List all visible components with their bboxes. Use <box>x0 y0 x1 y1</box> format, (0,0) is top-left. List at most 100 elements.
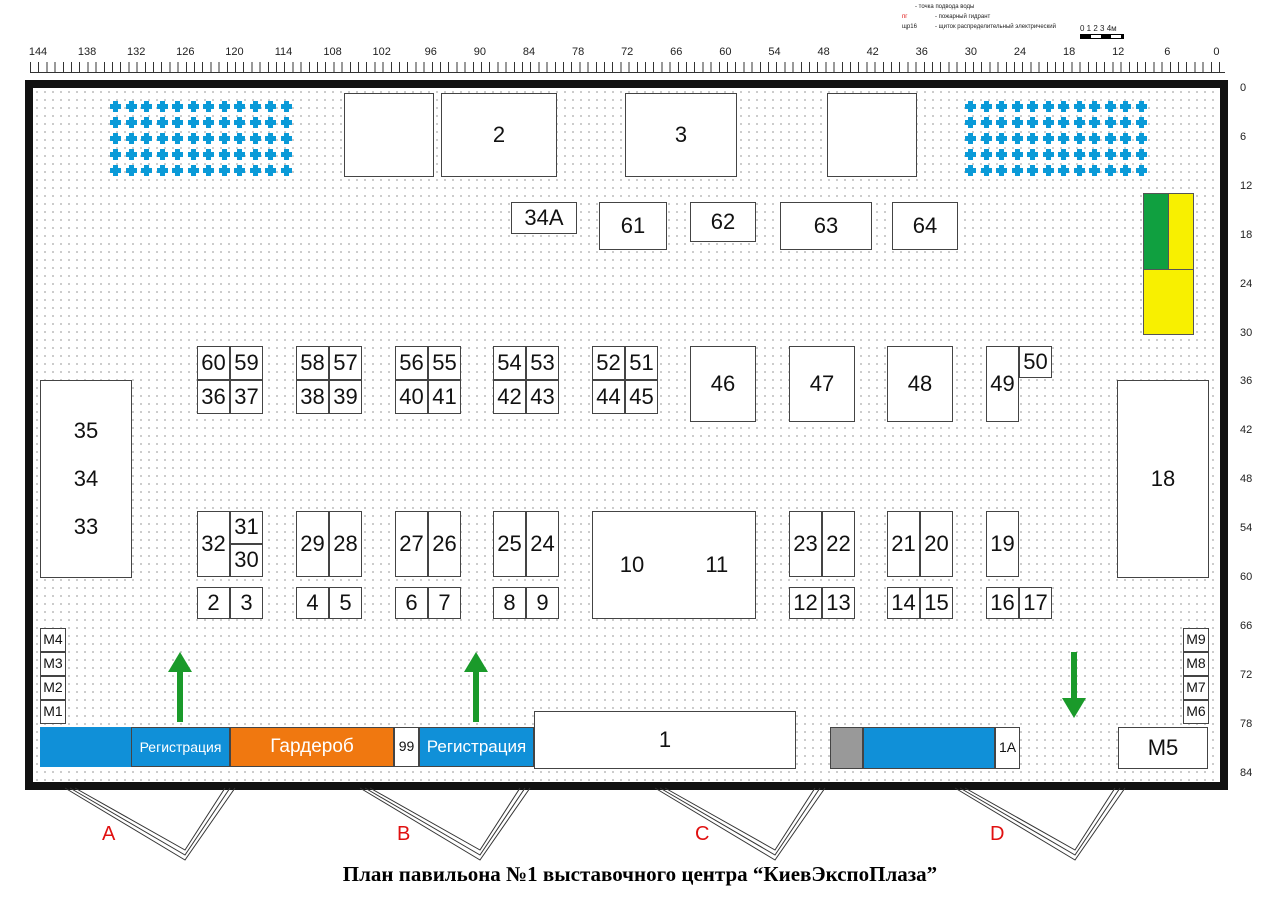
booth[interactable]: 99 <box>394 727 419 767</box>
booth[interactable]: 39 <box>329 380 362 414</box>
booth[interactable]: M5 <box>1118 727 1208 769</box>
legend-hydrant-mark: пг <box>902 14 908 20</box>
booth[interactable]: 4 <box>296 587 329 619</box>
seat-icon <box>280 165 292 176</box>
booth[interactable]: 50 <box>1019 346 1052 378</box>
seat-icon <box>1011 133 1023 144</box>
booth[interactable]: 56 <box>395 346 428 380</box>
booth[interactable]: M2 <box>40 676 66 700</box>
booth[interactable]: 6 <box>395 587 428 619</box>
booth[interactable]: 21 <box>887 511 920 577</box>
booth[interactable]: M1 <box>40 700 66 724</box>
arrow-up-icon-head <box>464 652 488 672</box>
booth[interactable]: 54 <box>493 346 526 380</box>
booth[interactable]: 26 <box>428 511 461 577</box>
booth[interactable]: 3 <box>625 93 737 177</box>
seat-icon <box>265 117 276 128</box>
booth[interactable]: 60 <box>197 346 230 380</box>
booth[interactable]: 44 <box>592 380 625 414</box>
seat-icon <box>141 101 152 112</box>
seat-icon <box>234 133 245 144</box>
seat-icon <box>980 149 992 160</box>
booth[interactable]: M7 <box>1183 676 1209 700</box>
booth[interactable]: M9 <box>1183 628 1209 652</box>
booth[interactable]: 46 <box>690 346 756 422</box>
booth[interactable]: 17 <box>1019 587 1052 619</box>
booth[interactable]: 53 <box>526 346 559 380</box>
booth[interactable]: 58 <box>296 346 329 380</box>
seat-icon <box>996 133 1007 144</box>
booth[interactable]: 27 <box>395 511 428 577</box>
booth[interactable]: 41 <box>428 380 461 414</box>
service-area <box>830 727 863 769</box>
seat-icon <box>172 101 183 112</box>
booth[interactable]: 10 11 <box>592 511 756 619</box>
booth[interactable]: 55 <box>428 346 461 380</box>
booth[interactable]: 64 <box>892 202 958 250</box>
booth[interactable]: 2 <box>197 587 230 619</box>
booth[interactable]: 61 <box>599 202 667 250</box>
empty-booth[interactable] <box>827 93 917 177</box>
booth[interactable]: 62 <box>690 202 756 242</box>
booth[interactable]: 19 <box>986 511 1019 577</box>
booth[interactable]: 2 <box>441 93 557 177</box>
booth[interactable]: 45 <box>625 380 658 414</box>
booth[interactable]: 37 <box>230 380 263 414</box>
booth[interactable]: 57 <box>329 346 362 380</box>
booth[interactable]: 42 <box>493 380 526 414</box>
booth[interactable]: 12 <box>789 587 822 619</box>
booth[interactable]: 40 <box>395 380 428 414</box>
booth[interactable]: M6 <box>1183 700 1209 724</box>
entrance-a[interactable]: A <box>102 823 116 845</box>
booth[interactable]: 34A <box>511 202 577 234</box>
booth[interactable]: 51 <box>625 346 658 380</box>
booth[interactable]: 8 <box>493 587 526 619</box>
booth[interactable]: 13 <box>822 587 855 619</box>
seat-icon <box>965 117 976 128</box>
booth[interactable]: 25 <box>493 511 526 577</box>
ruler-top-label: 126 <box>176 46 195 58</box>
booth[interactable]: 16 <box>986 587 1019 619</box>
booth[interactable]: 49 <box>986 346 1019 422</box>
booth[interactable]: M3 <box>40 652 66 676</box>
booth[interactable]: 35 34 33 <box>40 380 132 578</box>
booth[interactable]: 48 <box>887 346 953 422</box>
booth[interactable]: 24 <box>526 511 559 577</box>
booth[interactable]: 20 <box>920 511 953 577</box>
booth[interactable]: 59 <box>230 346 263 380</box>
booth[interactable]: 1A <box>995 727 1020 769</box>
booth[interactable]: 30 <box>230 544 263 577</box>
seat-icon <box>280 149 292 160</box>
booth[interactable]: 31 <box>230 511 263 544</box>
booth[interactable]: 7 <box>428 587 461 619</box>
booth[interactable]: M8 <box>1183 652 1209 676</box>
booth[interactable]: 38 <box>296 380 329 414</box>
booth[interactable]: 63 <box>780 202 872 250</box>
booth[interactable]: 29 <box>296 511 329 577</box>
ruler-top-label: 138 <box>77 46 97 58</box>
entrance-c[interactable]: C <box>695 823 710 845</box>
registration-left: Регистрация <box>131 727 230 767</box>
booth[interactable]: 14 <box>887 587 920 619</box>
seat-icon <box>1011 149 1023 160</box>
booth[interactable]: 36 <box>197 380 230 414</box>
empty-booth[interactable] <box>344 93 434 177</box>
booth[interactable]: M4 <box>40 628 66 652</box>
booth[interactable]: 52 <box>592 346 625 380</box>
booth[interactable]: 3 <box>230 587 263 619</box>
booth[interactable]: 28 <box>329 511 362 577</box>
booth[interactable]: 18 <box>1117 380 1209 578</box>
seat-icon <box>996 101 1007 112</box>
booth[interactable]: 1 <box>534 711 796 769</box>
booth[interactable]: 23 <box>789 511 822 577</box>
entrance-b[interactable]: B <box>397 823 411 845</box>
booth[interactable]: 22 <box>822 511 855 577</box>
entrance-d[interactable]: D <box>990 823 1005 845</box>
ruler-top-label: 120 <box>225 46 244 58</box>
booth[interactable]: 43 <box>526 380 559 414</box>
booth[interactable]: 9 <box>526 587 559 619</box>
booth[interactable]: 5 <box>329 587 362 619</box>
booth[interactable]: 15 <box>920 587 953 619</box>
booth[interactable]: 47 <box>789 346 855 422</box>
booth[interactable]: 32 <box>197 511 230 577</box>
